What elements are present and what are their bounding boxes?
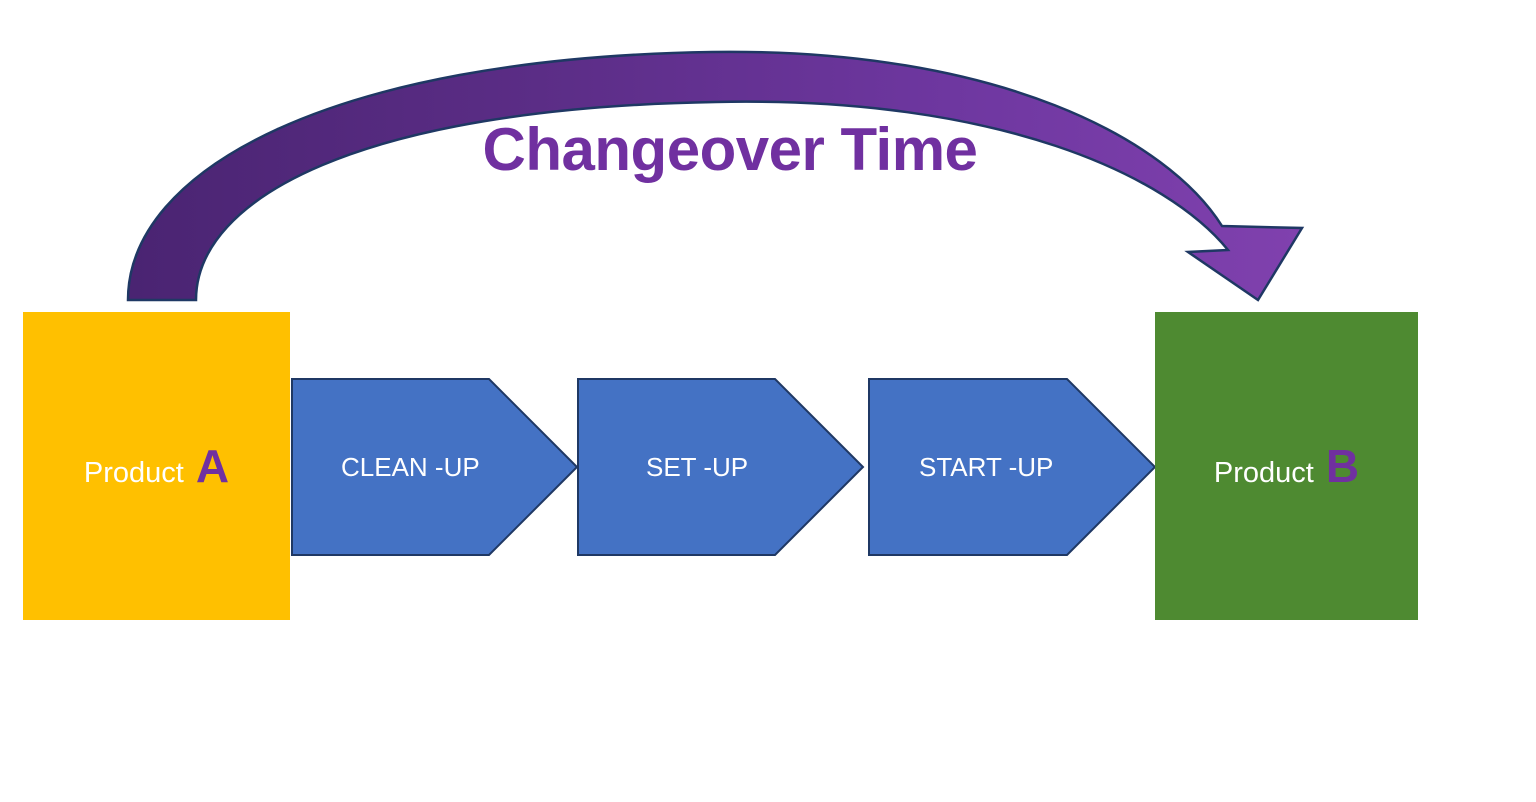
step-chevron-start-up: START -UP (868, 378, 1157, 556)
product-b-letter: B (1325, 440, 1360, 492)
product-b-node: Product B (1155, 312, 1418, 620)
product-a-label: Product A (84, 443, 229, 489)
product-b-prefix: Product (1213, 457, 1314, 489)
diagram-title: Changeover Time (482, 116, 978, 183)
chevron-shape (868, 378, 1157, 556)
chevron-shape (577, 378, 865, 556)
chevron-shape (291, 378, 579, 556)
product-a-letter: A (195, 440, 230, 492)
product-b-label: Product B (1214, 443, 1359, 489)
product-a-node: Product A (23, 312, 290, 620)
step-chevron-clean-up: CLEAN -UP (291, 378, 579, 556)
product-a-prefix: Product (83, 457, 184, 489)
step-chevron-set-up: SET -UP (577, 378, 865, 556)
